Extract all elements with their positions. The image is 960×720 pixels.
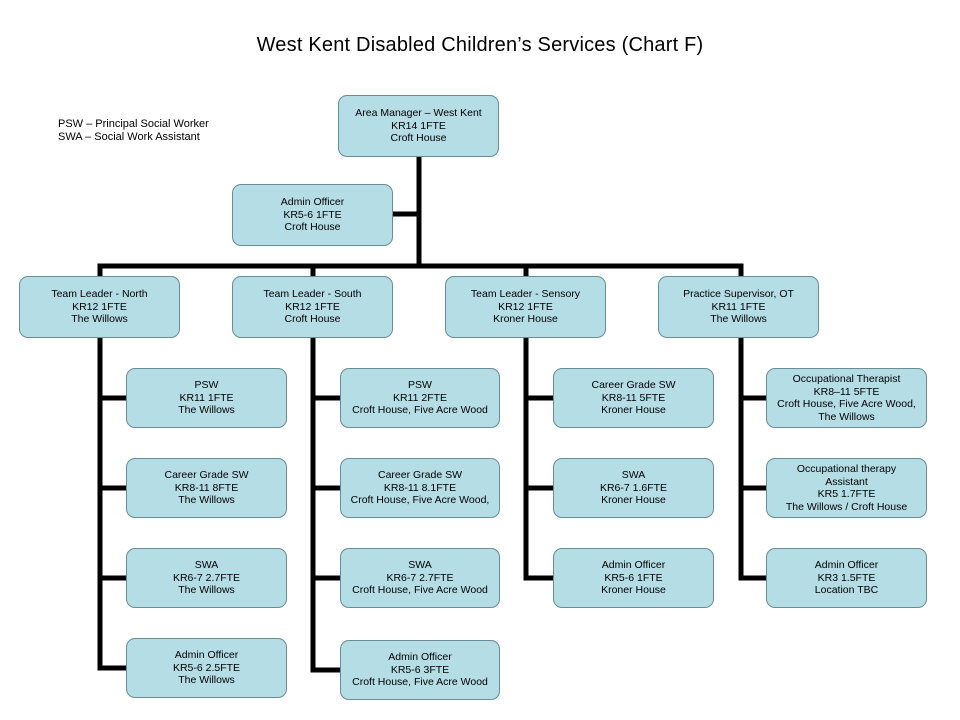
node-north-psw: PSW KR11 1FTE The Willows [126,368,287,428]
node-north-admin: Admin Officer KR5-6 2.5FTE The Willows [126,638,287,698]
node-team-leader-sensory: Team Leader - Sensory KR12 1FTE Kroner H… [445,276,606,338]
node-area-manager: Area Manager – West Kent KR14 1FTE Croft… [338,95,499,157]
node-south-psw: PSW KR11 2FTE Croft House, Five Acre Woo… [340,368,500,428]
node-admin-officer-top: Admin Officer KR5-6 1FTE Croft House [232,184,393,246]
chart-title: West Kent Disabled Children’s Services (… [256,34,704,56]
node-sensory-admin: Admin Officer KR5-6 1FTE Kroner House [553,548,714,608]
node-ot-occupational-therapist: Occupational Therapist KR8–11 5FTE Croft… [766,368,927,428]
node-team-leader-south: Team Leader - South KR12 1FTE Croft Hous… [232,276,393,338]
legend-psw: PSW – Principal Social Worker [58,118,209,130]
node-sensory-career-sw: Career Grade SW KR8-11 5FTE Kroner House [553,368,714,428]
node-north-swa: SWA KR6-7 2.7FTE The Willows [126,548,287,608]
node-ot-assistant: Occupational therapy Assistant KR5 1.7FT… [766,458,927,518]
node-south-career-sw: Career Grade SW KR8-11 8.1FTE Croft Hous… [340,458,500,518]
node-sensory-swa: SWA KR6-7 1.6FTE Kroner House [553,458,714,518]
abbreviation-legend: PSW – Principal Social Worker SWA – Soci… [58,118,209,144]
node-south-swa: SWA KR6-7 2.7FTE Croft House, Five Acre … [340,548,500,608]
node-practice-supervisor-ot: Practice Supervisor, OT KR11 1FTE The Wi… [658,276,819,338]
node-ot-admin: Admin Officer KR3 1.5FTE Location TBC [766,548,927,608]
node-team-leader-north: Team Leader - North KR12 1FTE The Willow… [19,276,180,338]
legend-swa: SWA – Social Work Assistant [58,131,200,143]
node-south-admin: Admin Officer KR5-6 3FTE Croft House, Fi… [340,640,500,700]
node-north-career-sw: Career Grade SW KR8-11 8FTE The Willows [126,458,287,518]
